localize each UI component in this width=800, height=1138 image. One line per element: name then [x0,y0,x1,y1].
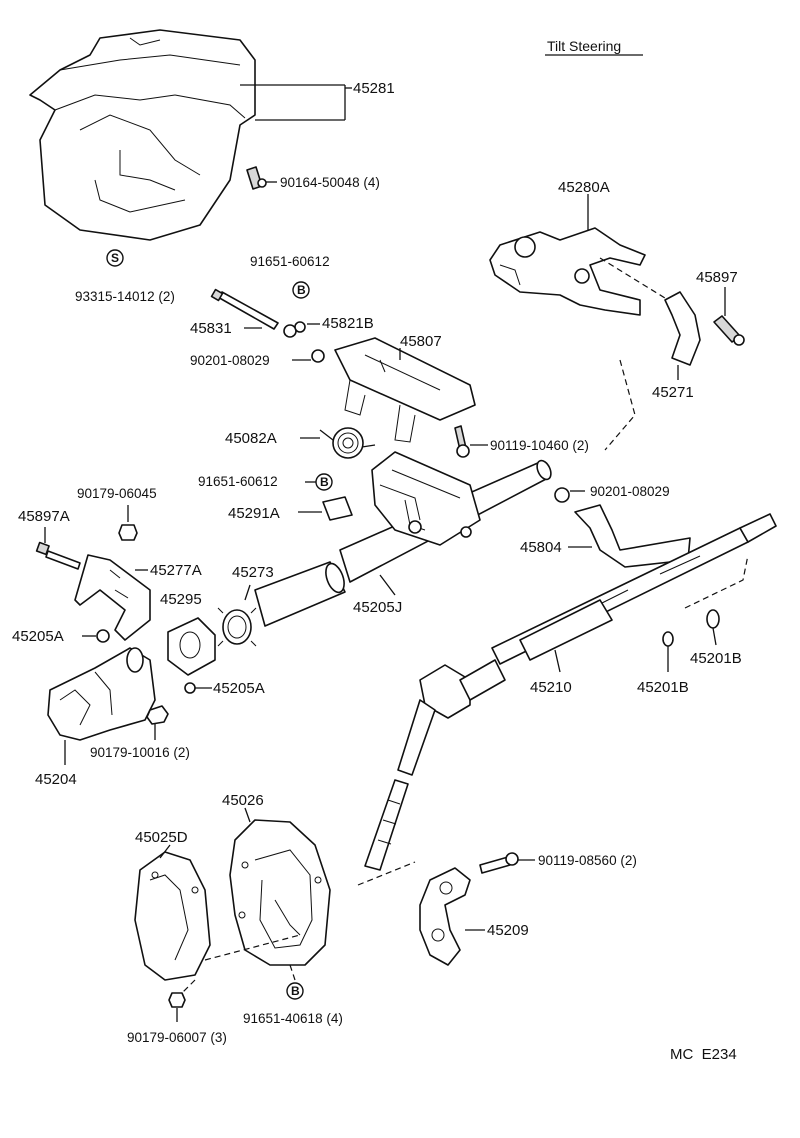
label-45205a-a: 45205A [12,628,64,645]
boot-45025d [134,851,211,981]
label-45201b-a: 45201B [690,650,742,667]
sleeve-45273 [217,561,346,647]
label-93315: 93315-14012 (2) [75,289,175,304]
label-90201-b: 90201-08029 [590,484,670,499]
bolt-90119-b [479,852,519,874]
label-45897a: 45897A [18,508,70,525]
badge-b3-text: B [291,984,300,998]
lever-45804 [574,504,691,568]
label-45807: 45807 [400,333,442,350]
ring-45201b-a [706,609,720,629]
ujoint-45209 [419,867,471,966]
nut-90179-a [118,524,138,541]
label-90179-b: 90179-10016 (2) [90,745,190,760]
bushing-45295 [167,617,216,676]
label-45210: 45210 [530,679,572,696]
spring-45082a [319,427,376,459]
label-91651-c: 91651-40618 (4) [243,1011,343,1026]
bolt-45831 [210,288,279,330]
label-45831: 45831 [190,320,232,337]
label-45295: 45295 [160,591,202,608]
guide-boots-a [204,934,301,961]
label-45291a: 45291A [228,505,280,522]
lever-45271 [664,291,701,366]
label-45201b-b: 45201B [637,679,689,696]
label-45082a: 45082A [225,430,277,447]
leader-45273 [244,584,251,601]
washer-90201-b [554,487,570,503]
label-45273: 45273 [232,564,274,581]
nut-45205a-b [184,682,196,694]
guide-boots-c [179,979,196,996]
badge-s [106,249,124,267]
nut-90179-b [146,705,169,725]
label-45204: 45204 [35,771,77,788]
label-90201-a: 90201-08029 [190,353,270,368]
diagram-title: Tilt Steering [547,38,621,54]
bracket-45807 [334,337,476,443]
badge-b1-text: B [297,283,306,297]
badge-s-text: S [111,251,119,265]
nut-45205a-a [96,629,110,643]
main-shaft-45210 [491,513,777,665]
screw-45897 [713,315,745,346]
badge-b1 [292,281,310,299]
guide-rings [684,554,749,609]
label-45897: 45897 [696,269,738,286]
guide-tilt-a [599,257,666,299]
guide-boots-b [289,964,296,981]
label-45205j: 45205J [353,599,402,616]
leader-45210 [554,649,561,673]
nut-90179-c [168,992,186,1008]
label-90119-b: 90119-08560 (2) [538,853,637,868]
label-91651-a: 91651-60612 [250,254,330,269]
label-45025d: 45025D [135,829,188,846]
bolt-45897a [35,541,81,570]
label-91651-b: 91651-60612 [198,474,278,489]
label-45026: 45026 [222,792,264,809]
leader-45026 [244,807,251,823]
guide-tilt-b [604,359,636,451]
label-45209: 45209 [487,922,529,939]
column-cover-part [29,29,256,241]
ring-45201b-b [662,631,674,647]
label-45271: 45271 [652,384,694,401]
badge-b3 [286,982,304,1000]
leader-45205j [379,574,396,596]
leader-45025d [159,844,171,859]
screw-90164 [246,166,267,190]
label-45281: 45281 [353,80,395,97]
label-90179-a: 90179-06045 [77,486,157,501]
tilt-lever-45280a [489,227,646,316]
bracket-45277a [74,554,151,641]
footer-code: MC E234 [670,1046,737,1063]
column-tube-45205j [339,451,552,583]
label-45821b: 45821B [322,315,374,332]
badge-b2 [315,473,333,491]
plate-45291a [322,496,353,521]
clip-45821b [283,321,306,338]
housing-45204 [47,647,156,741]
washer-90201-a [311,349,325,363]
label-45280a: 45280A [558,179,610,196]
intermediate-shaft [364,659,506,871]
boot-45026 [229,819,331,966]
label-45277a: 45277A [150,562,202,579]
label-90179-c: 90179-06007 (3) [127,1030,227,1045]
label-45205a-b: 45205A [213,680,265,697]
label-90119-a: 90119-10460 (2) [490,438,589,453]
bolt-90119-a [454,425,470,458]
leader-45201b-a [712,627,717,646]
label-90164: 90164-50048 (4) [280,175,380,190]
badge-b2-text: B [320,475,329,489]
label-45804: 45804 [520,539,562,556]
guide-ujoint [357,861,416,886]
